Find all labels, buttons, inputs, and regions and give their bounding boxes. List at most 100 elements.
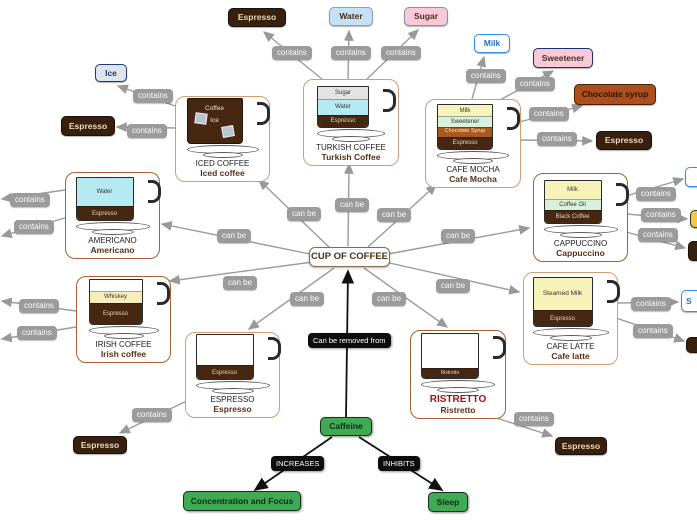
link-label-contains-irish-1[interactable]: contains: [19, 299, 59, 313]
link-label-contains-americano-2[interactable]: contains: [14, 220, 54, 234]
link-label-can-be-espresso[interactable]: can be: [290, 292, 325, 306]
concept-name-label: Cappuccino: [556, 248, 605, 258]
link-label-contains-ristretto[interactable]: contains: [514, 412, 554, 426]
concept-caps-label: RISTRETTO: [429, 394, 487, 405]
iced-coffee-mug-image: Coffee Ice: [186, 98, 270, 158]
layer-label: Espresso: [330, 118, 356, 125]
link-label-contains-cappuccino-1[interactable]: contains: [636, 187, 676, 201]
cappuccino-cup-image: Milk Coffee Oil Black Coffee: [543, 180, 629, 238]
cup-handle: [256, 102, 270, 125]
node-sleep[interactable]: Sleep: [428, 492, 468, 512]
link-label-contains-cappuccino-3[interactable]: contains: [638, 228, 678, 242]
node-espresso-ingredient-iced[interactable]: Espresso: [61, 116, 115, 136]
layer-label: Sugar: [334, 90, 351, 97]
link-label-contains-mocha-chocolate[interactable]: contains: [529, 107, 569, 121]
layer-label: Milk: [459, 107, 471, 114]
link-label-contains-americano-1[interactable]: contains: [10, 193, 50, 207]
concept-name-label: Irish coffee: [100, 349, 147, 359]
node-cut-milk-ingredient[interactable]: [685, 167, 697, 187]
node-caffeine[interactable]: Caffeine: [320, 417, 372, 436]
saucer-base: [91, 229, 134, 235]
node-chocolate-syrup-ingredient[interactable]: Chocolate syrup: [574, 84, 656, 105]
layer-label: Espresso: [211, 369, 237, 376]
concept-name-label: Cafe latte: [551, 351, 590, 361]
concept-caps-label: IRISH COFFEE: [95, 340, 152, 349]
concept-name-label: Cafe Mocha: [449, 174, 497, 184]
node-cup-of-coffee[interactable]: CUP OF COFFEE: [309, 247, 390, 267]
link-label-can-be-ristretto[interactable]: can be: [372, 292, 407, 306]
node-espresso[interactable]: Espresso ESPRESSO Espresso: [185, 332, 281, 418]
cup-handle: [606, 280, 620, 303]
saucer-base: [559, 232, 602, 238]
concept-name-label: Americano: [90, 245, 135, 255]
link-label-contains-latte-1[interactable]: contains: [631, 297, 671, 311]
saucer-base: [453, 158, 493, 164]
node-cafe-mocha[interactable]: Milk Sweetener Chocolate Syrup Espresso …: [425, 99, 521, 188]
mug-label-coffee: Coffee: [204, 105, 225, 112]
link-label-contains-turkish-sugar[interactable]: contains: [381, 46, 421, 60]
node-sweetener-ingredient[interactable]: Sweetener: [533, 48, 593, 68]
cup-handle: [156, 282, 170, 305]
layer-label: Sweetener: [450, 118, 480, 125]
link-label-can-be-turkish[interactable]: can be: [335, 198, 370, 212]
layer-label: Water: [335, 104, 351, 111]
cup-handle: [615, 183, 629, 206]
link-label-contains-turkish-water[interactable]: contains: [331, 46, 371, 60]
mug-label-ice: Ice: [210, 117, 219, 124]
link-label-inhibits[interactable]: INHIBITS: [378, 456, 420, 471]
link-label-can-be-mocha[interactable]: can be: [377, 208, 412, 222]
link-label-can-be-irish[interactable]: can be: [223, 276, 258, 290]
node-ice-ingredient[interactable]: Ice: [95, 64, 127, 82]
node-cut-espresso-ingredient[interactable]: [686, 337, 697, 353]
link-label-contains-cappuccino-2[interactable]: contains: [641, 208, 681, 222]
link-label-contains-mocha-sweetener[interactable]: contains: [515, 77, 555, 91]
link-label-increases[interactable]: INCREASES: [271, 456, 325, 471]
link-label-contains-turkish-espresso[interactable]: contains: [272, 46, 312, 60]
node-cappuccino[interactable]: Milk Coffee Oil Black Coffee CAPPUCCINO …: [533, 173, 629, 262]
node-espresso-ingredient-mocha[interactable]: Espresso: [596, 131, 652, 150]
concept-caps-label: CAFE MOCHA: [446, 165, 500, 174]
link-label-contains-mocha-espresso[interactable]: contains: [537, 132, 577, 146]
cup-handle: [493, 336, 506, 359]
link-label-can-be-latte[interactable]: can be: [436, 279, 471, 293]
link-label-can-be-iced[interactable]: can be: [287, 207, 322, 221]
layer-label: Water: [96, 189, 113, 196]
link-label-can-be-removed-from[interactable]: Can be removed from: [308, 333, 391, 348]
node-cut-black-coffee-ingredient[interactable]: [688, 241, 697, 261]
node-espresso-ingredient-espresso[interactable]: Espresso: [73, 436, 127, 454]
node-turkish-coffee[interactable]: Sugar Water Espresso TURKISH COFFEE Turk…: [303, 79, 399, 166]
node-milk-ingredient[interactable]: Milk: [474, 34, 510, 53]
link-label-contains-espresso[interactable]: contains: [132, 408, 172, 422]
node-espresso-ingredient-turkish[interactable]: Espresso: [228, 8, 286, 27]
concept-caps-label: CAPPUCCINO: [553, 239, 608, 248]
concept-name-label: Ristretto: [440, 405, 476, 415]
saucer-base: [332, 136, 370, 142]
layer-label: Espresso: [102, 310, 128, 317]
node-concentration-and-focus[interactable]: Concentration and Focus: [183, 491, 301, 511]
concept-caps-label: CAFE LATTE: [546, 342, 595, 351]
node-iced-coffee[interactable]: Coffee Ice ICED COFFEE Iced coffee: [175, 96, 270, 182]
link-label-contains-mocha-milk[interactable]: contains: [466, 69, 506, 83]
link-label-can-be-americano[interactable]: can be: [217, 229, 252, 243]
node-cafe-latte[interactable]: Steamed Milk Espresso CAFE LATTE Cafe la…: [523, 272, 620, 365]
link-label-contains-iced-ice[interactable]: contains: [133, 89, 173, 103]
node-water-ingredient[interactable]: Water: [329, 7, 373, 26]
node-cut-steamed-milk-ingredient[interactable]: S: [681, 290, 697, 312]
concept-caps-label: ICED COFFEE: [195, 159, 250, 168]
cup-handle: [383, 89, 396, 112]
node-americano[interactable]: Water Espresso AMERICANO Americano: [65, 172, 161, 259]
link-label-can-be-cappuccino[interactable]: can be: [441, 229, 476, 243]
node-irish-coffee[interactable]: Whiskey Espresso IRISH COFFEE Irish coff…: [76, 276, 171, 363]
concept-caps-label: TURKISH COFFEE: [316, 143, 386, 152]
node-espresso-ingredient-ristretto[interactable]: Espresso: [555, 437, 607, 455]
layer-label: Milk: [567, 187, 578, 194]
node-sugar-ingredient[interactable]: Sugar: [404, 7, 448, 26]
concept-name-label: Iced coffee: [200, 168, 245, 178]
turkish-coffee-cup-image: Sugar Water Espresso: [317, 86, 396, 142]
cup-handle: [267, 337, 281, 360]
link-label-contains-iced-espresso[interactable]: contains: [127, 124, 167, 138]
node-cut-coffee-oil-ingredient[interactable]: [690, 210, 697, 228]
node-ristretto[interactable]: Ristretto RISTRETTO Ristretto: [410, 330, 506, 419]
link-label-contains-latte-2[interactable]: contains: [633, 324, 673, 338]
link-label-contains-irish-2[interactable]: contains: [17, 326, 57, 340]
